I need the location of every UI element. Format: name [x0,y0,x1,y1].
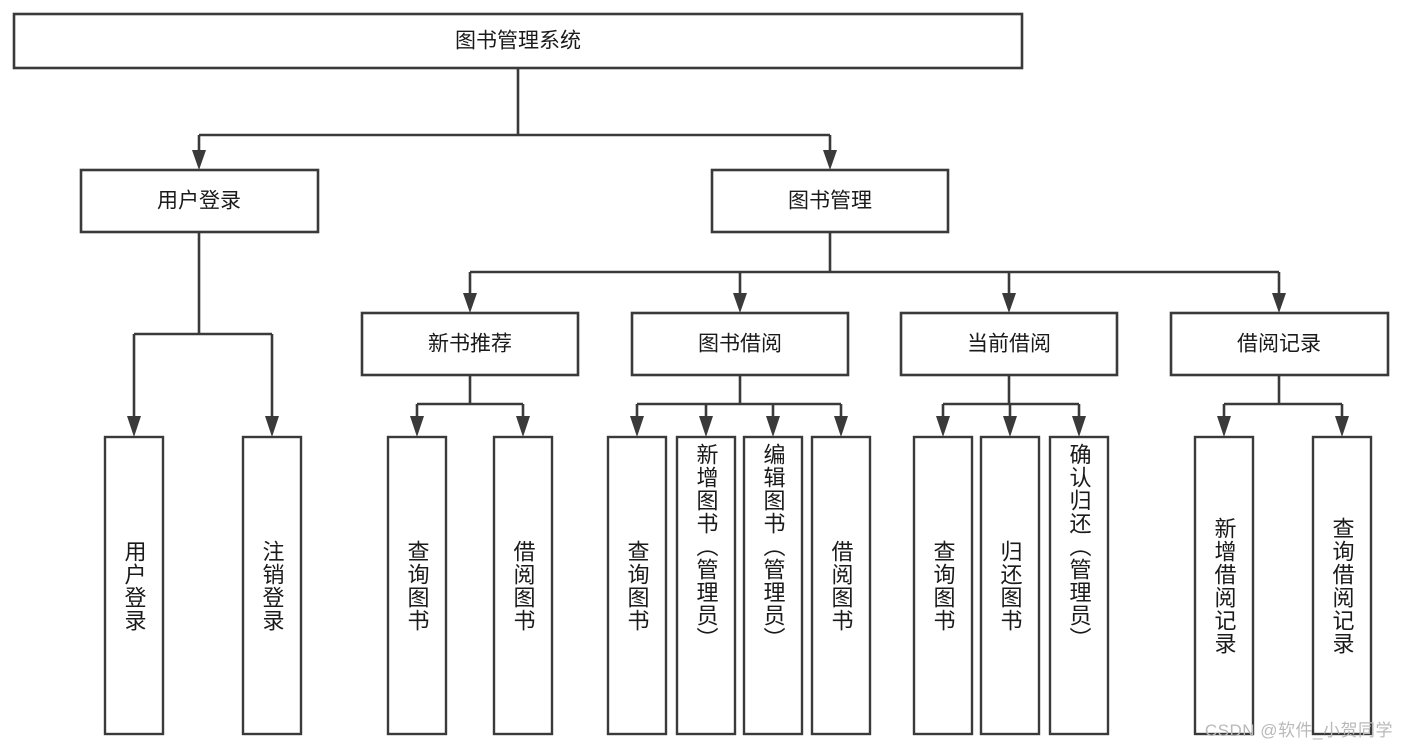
edges-userlogin-to-leaves [127,232,279,437]
leaf-box-borrow-book-1[interactable] [492,435,554,736]
leaf-box-borrow-book-2[interactable] [810,435,872,736]
node-new-book-recommend[interactable]: 新书推荐 [360,311,580,377]
leaf-boxes-book-borrow [606,435,872,736]
leaf-box-edit-book[interactable] [742,435,804,736]
node-root-label: 图书管理系统 [455,30,581,53]
edges-currentborrow-to-leaves [936,375,1086,437]
node-current-borrow-label: 当前借阅 [967,333,1051,356]
node-borrow-record[interactable]: 借阅记录 [1169,311,1390,377]
leaf-box-confirm-return[interactable] [1048,435,1110,736]
leaf-boxes-current-borrow [912,435,1110,736]
edges-bookborrow-to-leaves [630,375,848,437]
node-current-borrow[interactable]: 当前借阅 [899,311,1119,377]
leaf-box-query-book-3[interactable] [912,435,974,736]
node-book-borrow[interactable]: 图书借阅 [630,311,850,377]
edges-borrowrecord-to-leaves [1217,375,1349,437]
edges-bookmgmt-to-level3 [463,232,1286,313]
leaf-box-add-book[interactable] [675,435,737,736]
watermark-text: CSDN @软件_小贺同学 [1204,721,1393,740]
node-user-login[interactable]: 用户登录 [79,168,320,234]
leaf-box-logout-login[interactable] [241,435,303,736]
node-book-management-label: 图书管理 [788,190,872,213]
node-root-system[interactable]: 图书管理系统 [12,12,1024,70]
leaf-box-query-book-1[interactable] [386,435,448,736]
leaf-box-return-book[interactable] [979,435,1041,736]
edges-newbook-to-leaves [410,375,530,437]
node-user-login-label: 用户登录 [157,190,241,213]
leaf-box-add-record[interactable] [1193,435,1255,736]
leaf-box-query-book-2[interactable] [606,435,668,736]
leaf-box-user-login[interactable] [103,435,165,736]
node-borrow-record-label: 借阅记录 [1237,333,1321,356]
leaf-boxes-user-login [103,435,303,736]
edges-root-to-level2 [192,68,837,170]
node-book-borrow-label: 图书借阅 [698,333,782,356]
node-new-book-recommend-label: 新书推荐 [428,333,512,356]
leaf-boxes-new-book-recommend [386,435,554,736]
leaf-boxes-borrow-record [1193,435,1373,736]
leaf-box-query-record[interactable] [1311,435,1373,736]
node-book-management[interactable]: 图书管理 [710,168,950,234]
